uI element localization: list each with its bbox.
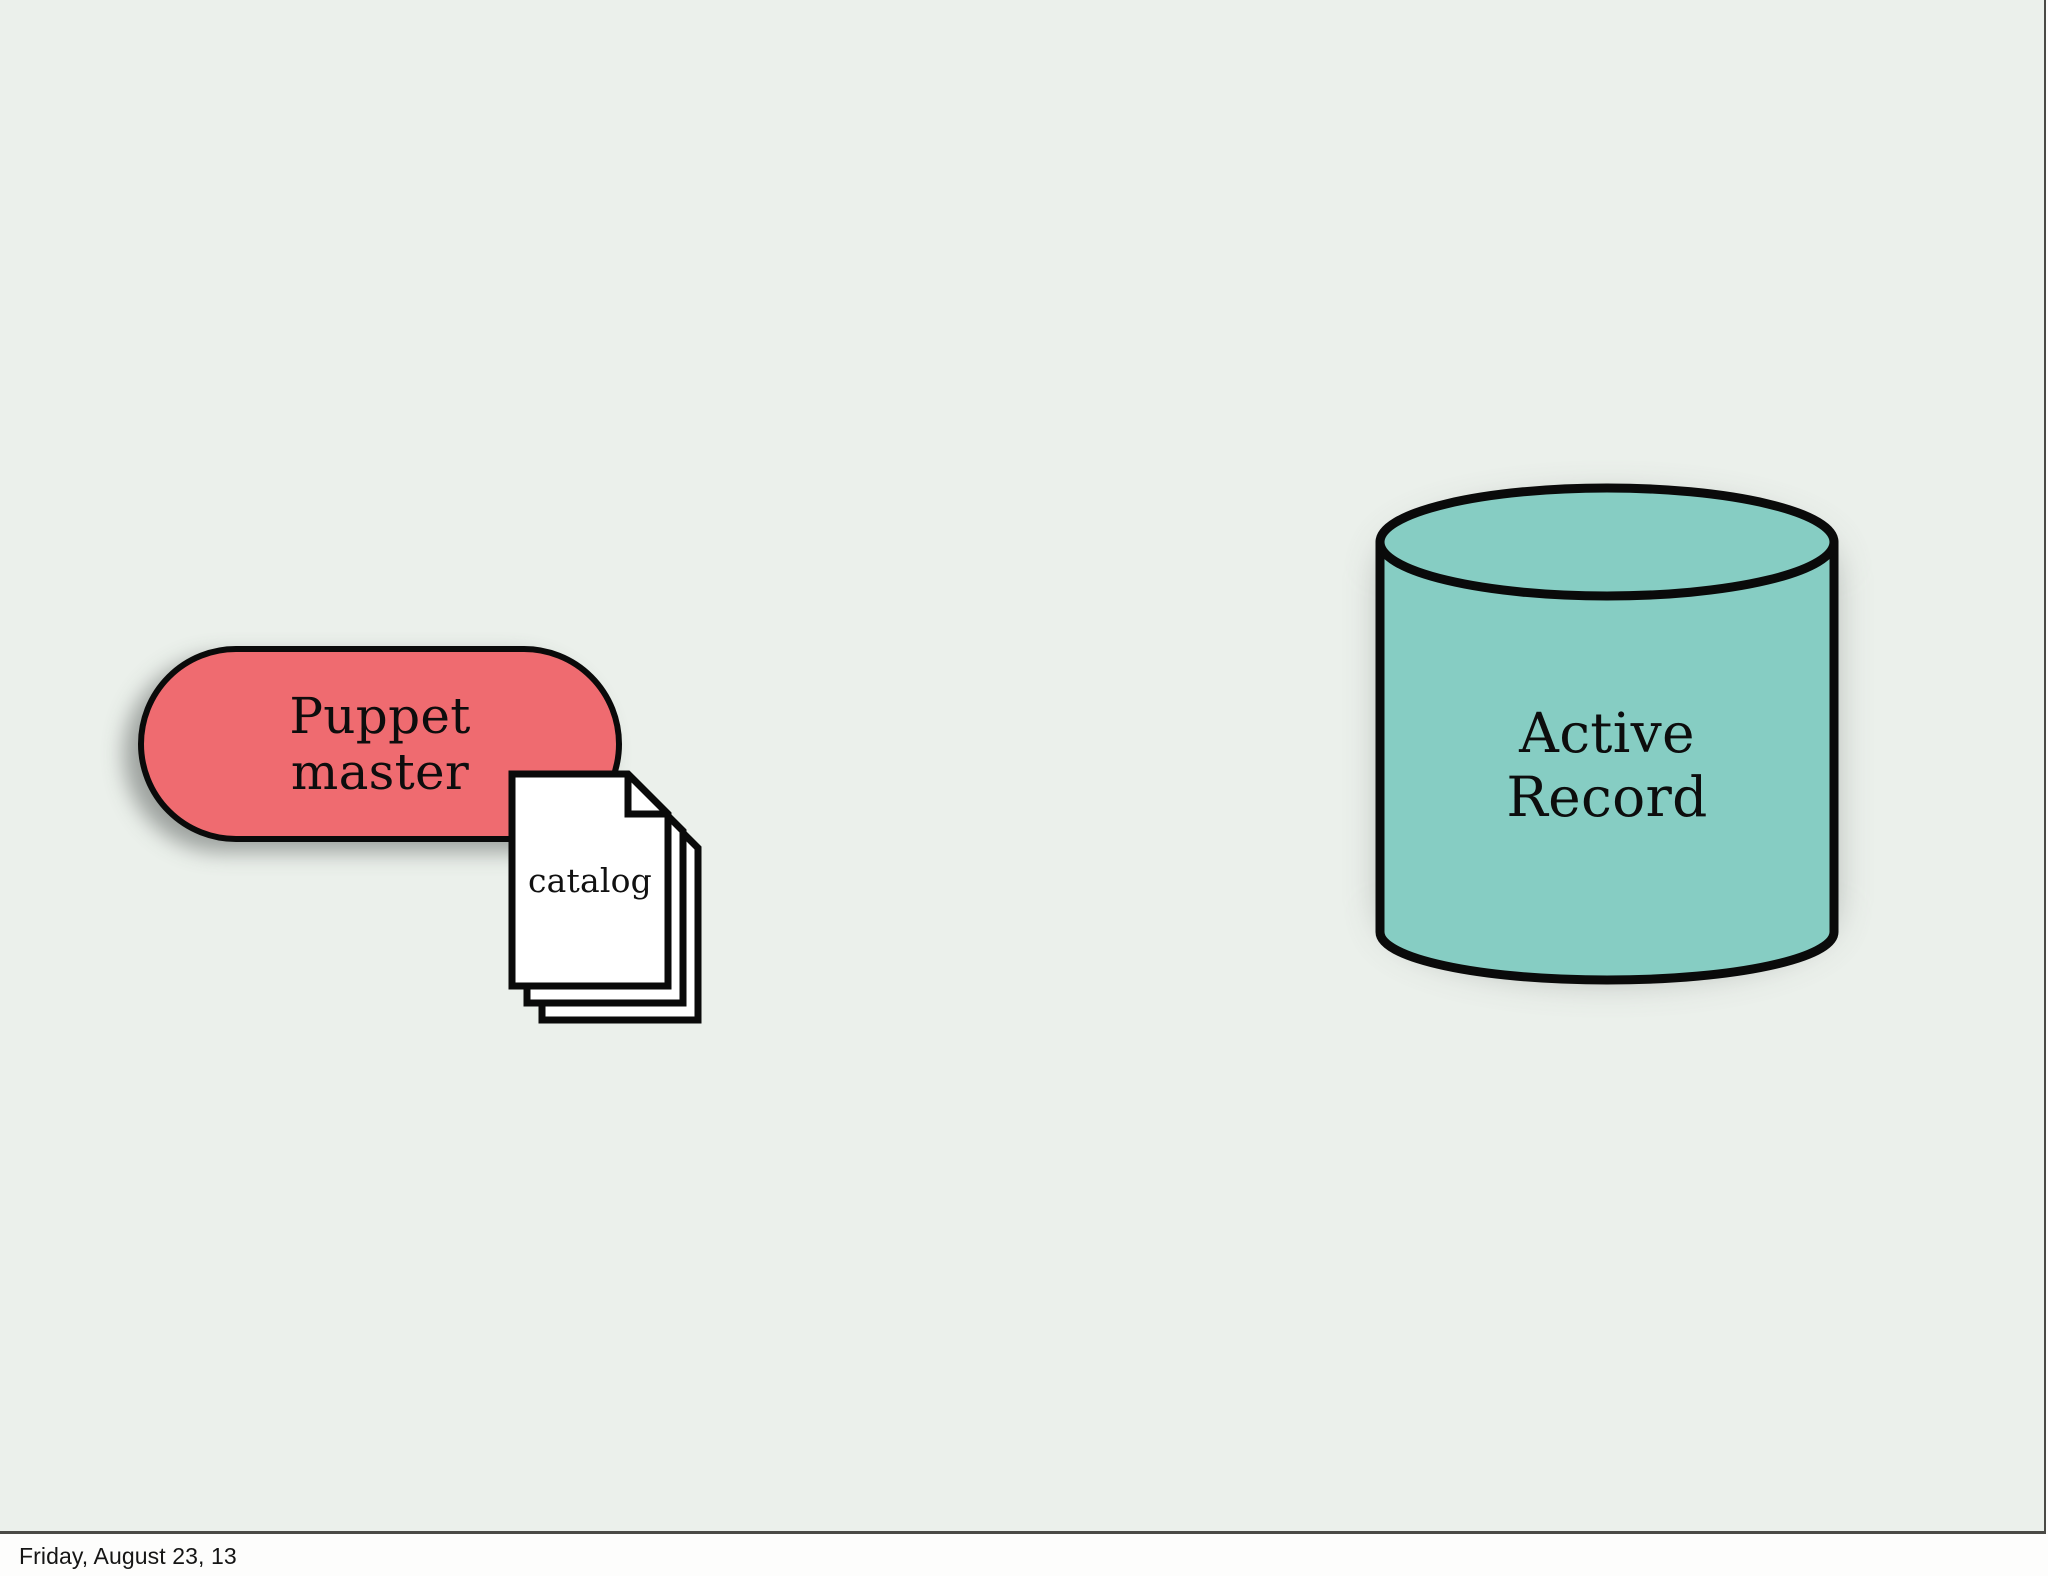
puppet-master-label: Puppet master — [289, 687, 471, 801]
slide-footer: Friday, August 23, 13 — [0, 1537, 2048, 1576]
puppet-master-node[interactable]: Puppet master — [124, 646, 622, 852]
catalog-document-stack[interactable]: catalog — [508, 770, 708, 1028]
catalog-page-front — [508, 770, 672, 990]
slide-canvas: Puppet master catalog — [0, 0, 2046, 1534]
active-record-shape — [1372, 480, 1842, 1000]
footer-date: Friday, August 23, 13 — [19, 1543, 237, 1569]
active-record-node[interactable]: Active Record — [1372, 480, 1842, 1000]
